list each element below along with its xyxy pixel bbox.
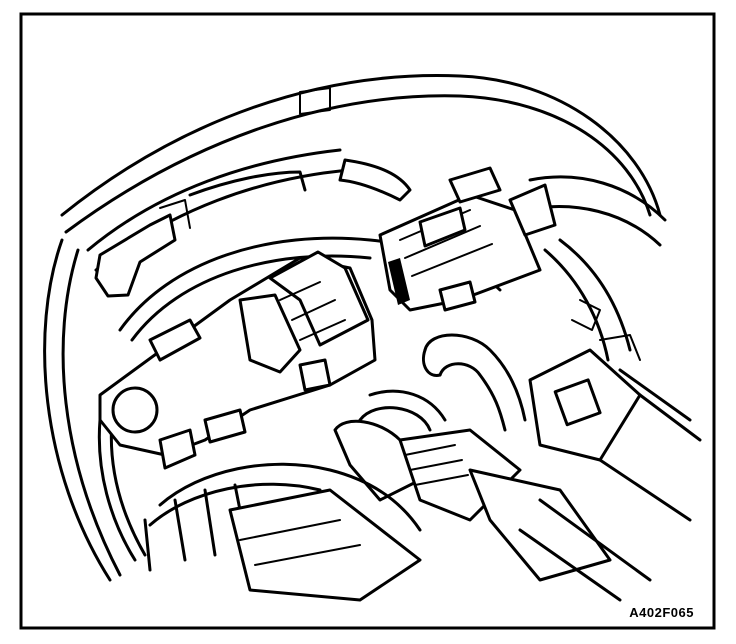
fuel-line-fitting <box>528 348 702 522</box>
lower-strainer-ring <box>143 462 422 602</box>
figure-id-label: A402F065 <box>629 605 694 620</box>
electrical-connector-right <box>378 166 667 312</box>
tank-opening-rim <box>43 74 662 582</box>
locking-ring <box>86 148 641 362</box>
figure-frame <box>19 12 716 630</box>
electrical-connector-left <box>98 250 377 470</box>
pump-hose-assembly <box>333 389 652 602</box>
vent-tube <box>422 333 527 432</box>
